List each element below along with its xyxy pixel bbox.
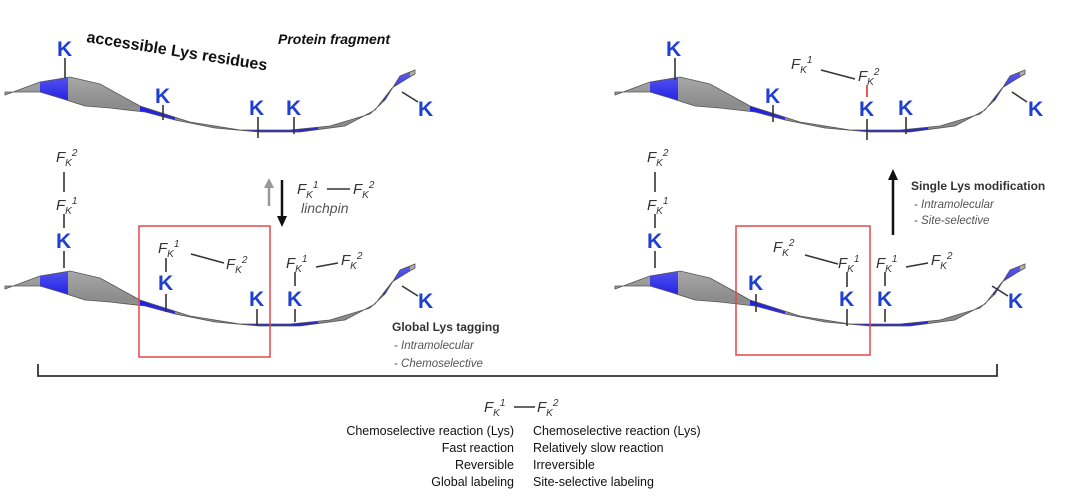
accessible-lys-label: accessible Lys residues (85, 29, 268, 74)
lys-region-band (650, 70, 678, 132)
svg-text:Single Lys modification: Single Lys modification (911, 179, 1045, 193)
lys-residue: K (765, 85, 780, 108)
linchpin-arrows (264, 178, 287, 227)
comparison-left-column: Chemoselective reaction (Lys) Fast react… (346, 424, 514, 489)
fk2-label: FK2 (226, 255, 248, 276)
svg-text:- Intramolecular: - Intramolecular (914, 199, 995, 211)
fk2-label: FK2 (931, 251, 953, 272)
ribbon-outline (4, 69, 416, 133)
svg-text:Global Lys tagging: Global Lys tagging (392, 320, 500, 334)
lys-residue: K (839, 288, 854, 311)
protein-fragment-label: Protein fragment (278, 31, 391, 47)
fk2-label: FK2 (773, 238, 795, 259)
svg-text:Chemoselective reaction (Lys): Chemoselective reaction (Lys) (346, 424, 514, 438)
fk1-label: FK1 (297, 180, 318, 201)
fk1-label: FK1 (838, 254, 859, 275)
lys-residue: K (56, 230, 71, 253)
highlight-box (735, 225, 871, 356)
global-tagging-label: Global Lys tagging - Intramolecular - Ch… (392, 320, 500, 370)
svg-text:- Site-selective: - Site-selective (914, 215, 989, 227)
lys-residue: K (249, 288, 264, 311)
lys-region-band (235, 264, 318, 326)
fk1-label: FK1 (647, 196, 668, 217)
lys-region-band (40, 70, 68, 132)
ribbon-outline (614, 69, 1026, 133)
ribbon-shading (5, 70, 415, 132)
fk1-label: FK1 (56, 196, 77, 217)
fk2-label: FK2 (647, 148, 669, 169)
lys-residue: K (158, 272, 173, 295)
ribbon-outline (614, 263, 1026, 327)
svg-text:Site-selective labeling: Site-selective labeling (533, 475, 654, 489)
lys-residue: K (249, 97, 264, 120)
bottom-left-lys-residues: FK2 FK1 K FK1 FK2 K K FK1 FK2 K K (56, 148, 433, 326)
linchpin-label: linchpin (301, 200, 349, 216)
lys-residue: K (418, 98, 433, 121)
ribbon-shading (615, 70, 1025, 132)
fk1-label: FK1 (791, 55, 812, 76)
highlight-box (138, 225, 271, 358)
lys-region-band (235, 70, 318, 132)
lys-residue: K (859, 98, 874, 121)
svg-text:Global labeling: Global labeling (431, 475, 514, 489)
top-right-lys-residues: K K FK1 FK2 K K K (666, 38, 1043, 140)
bottom-right-lys-residues: FK2 FK1 K FK2 FK1 K K FK1 FK2 K K (647, 148, 1023, 326)
lys-region-band (140, 264, 175, 326)
svg-text:Fast reaction: Fast reaction (442, 441, 514, 455)
fk2-label: FK2 (56, 148, 78, 169)
lys-residue: K (647, 230, 662, 253)
top-left-lys-residues: K K K K K (57, 38, 433, 138)
lys-residue: K (1028, 98, 1043, 121)
svg-text:Chemoselective reaction (Lys): Chemoselective reaction (Lys) (533, 424, 701, 438)
fk1-label: FK1 (876, 254, 897, 275)
fk2-label: FK2 (858, 67, 880, 88)
fk1-label: FK1 (484, 398, 505, 419)
svg-text:Irreversible: Irreversible (533, 458, 595, 472)
comparison-bracket (37, 364, 998, 377)
protein-ribbon (614, 263, 1026, 327)
protein-ribbon (614, 69, 1026, 133)
single-modification-arrow (888, 169, 898, 235)
fk2-label: FK2 (353, 180, 375, 201)
fk2-label: FK2 (537, 398, 559, 419)
lys-residue: K (666, 38, 681, 61)
ribbon-shading (5, 264, 415, 326)
protein-ribbon (4, 263, 416, 327)
comparison-right-column: Chemoselective reaction (Lys) Relatively… (533, 424, 701, 489)
lys-residue: K (877, 288, 892, 311)
lys-residue: K (898, 97, 913, 120)
svg-text:- Chemoselective: - Chemoselective (394, 358, 483, 370)
ribbon-shading (615, 264, 1025, 326)
svg-text:- Intramolecular: - Intramolecular (394, 340, 475, 352)
lys-residue: K (57, 38, 72, 61)
lys-residue: K (287, 288, 302, 311)
lys-residue: K (748, 272, 763, 295)
lys-residue: K (155, 85, 170, 108)
ribbon-outline (4, 263, 416, 327)
fk2-label: FK2 (341, 251, 363, 272)
fk1-label: FK1 (286, 254, 307, 275)
lys-residue: K (1008, 290, 1023, 313)
lys-residue: K (418, 290, 433, 313)
reagent-label: FK1 FK2 (484, 398, 559, 419)
svg-text:Relatively slow reaction: Relatively slow reaction (533, 441, 664, 455)
fk1-label: FK1 (158, 239, 179, 260)
protein-ribbon (4, 69, 416, 133)
linchpin-reagent: FK1 FK2 linchpin (297, 180, 375, 216)
lys-residue: K (286, 97, 301, 120)
svg-text:Reversible: Reversible (455, 458, 514, 472)
single-modification-label: Single Lys modification - Intramolecular… (911, 179, 1045, 227)
